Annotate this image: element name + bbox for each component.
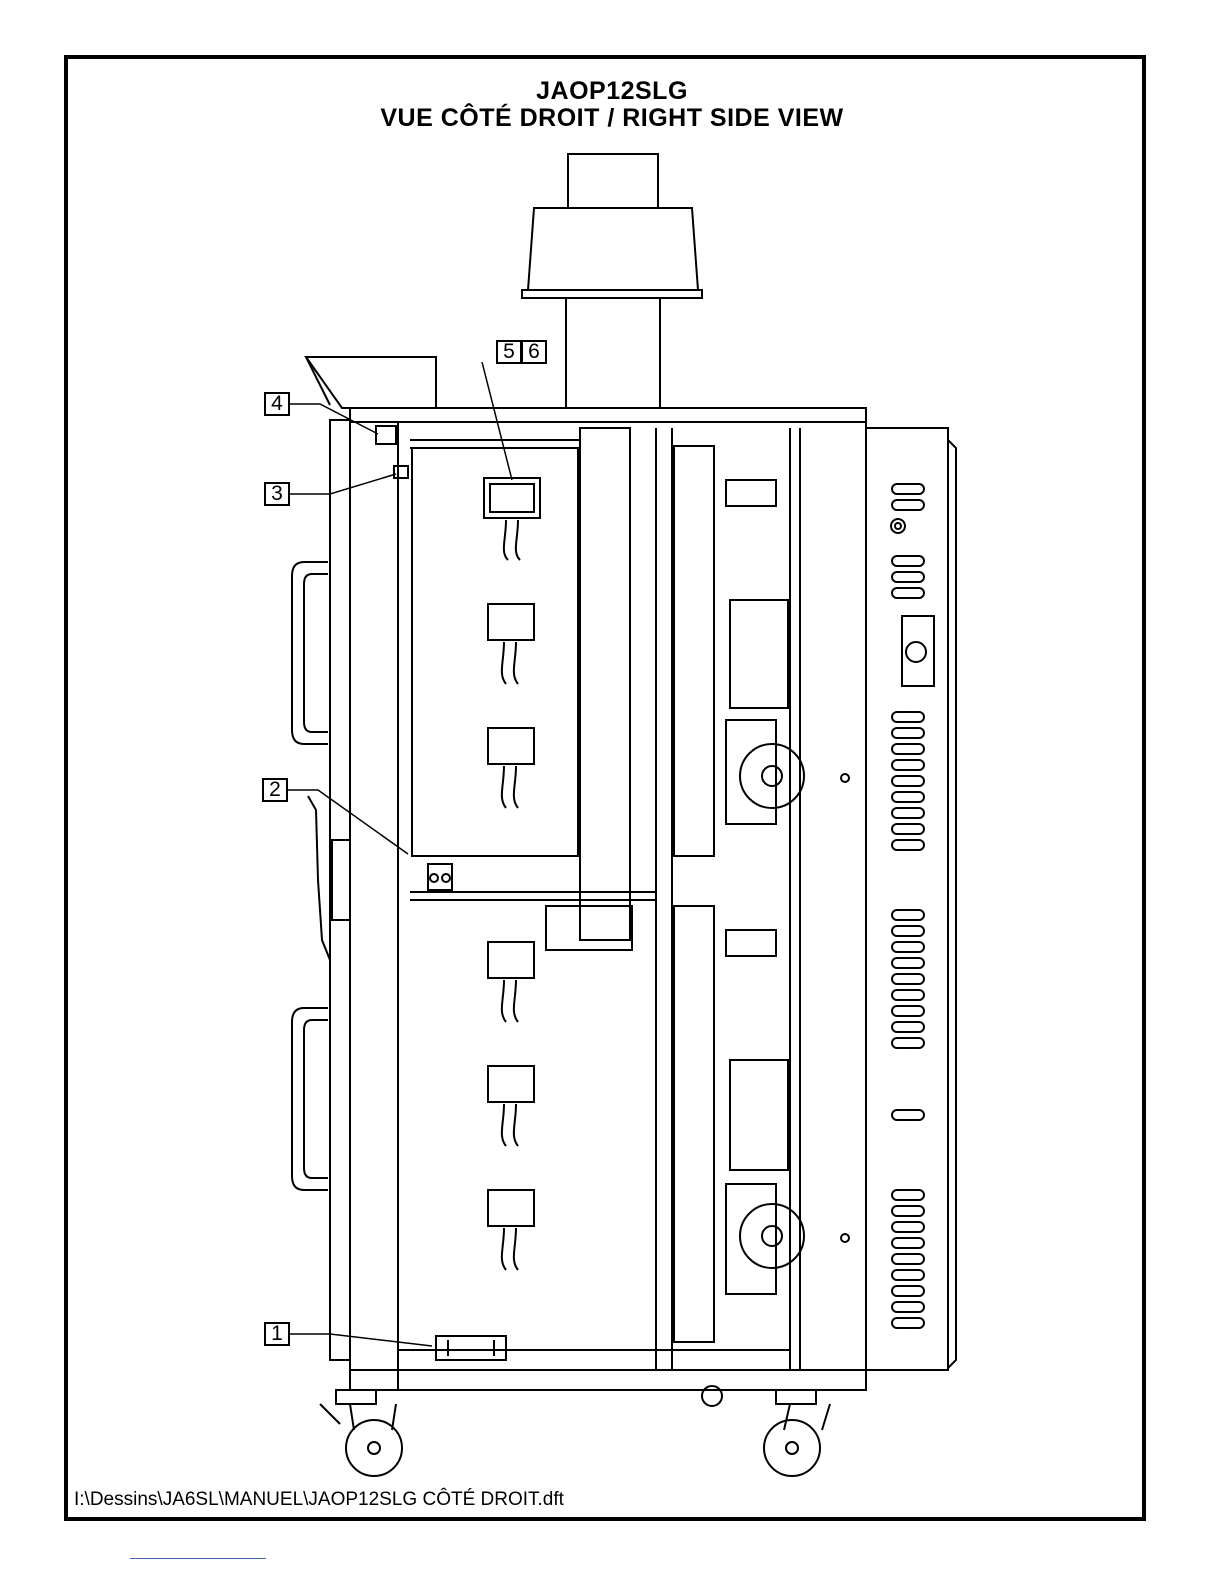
lower-vents <box>892 910 924 1328</box>
callout-leaders <box>288 362 512 1346</box>
flue-assembly <box>522 154 702 408</box>
bottom-fan <box>436 1336 506 1360</box>
callout-4: 4 <box>264 392 290 416</box>
heating-element-terminals <box>484 478 540 1270</box>
upper-door-switch <box>394 466 408 478</box>
upper-blower-motor <box>674 446 804 856</box>
callout-5: 5 <box>496 340 522 364</box>
lower-blower-motor <box>674 906 804 1342</box>
top-panel <box>306 357 866 422</box>
door-front <box>292 420 350 1360</box>
upper-vents <box>892 484 924 850</box>
gas-fitting-icon <box>891 519 905 533</box>
callout-6: 6 <box>521 340 547 364</box>
callout-2: 2 <box>262 778 288 802</box>
rear-caster <box>764 1390 830 1476</box>
file-path-label: I:\Dessins\JA6SL\MANUEL\JAOP12SLG CÔTÉ D… <box>74 1489 564 1511</box>
top-hinge <box>376 426 396 444</box>
callout-3: 3 <box>264 482 290 506</box>
control-side-panel <box>841 428 956 1370</box>
page-footer-rule <box>130 1558 266 1559</box>
oven-cabinet <box>350 422 866 1390</box>
door-switch <box>428 864 452 890</box>
callout-1: 1 <box>264 1322 290 1346</box>
front-caster <box>320 1390 402 1476</box>
